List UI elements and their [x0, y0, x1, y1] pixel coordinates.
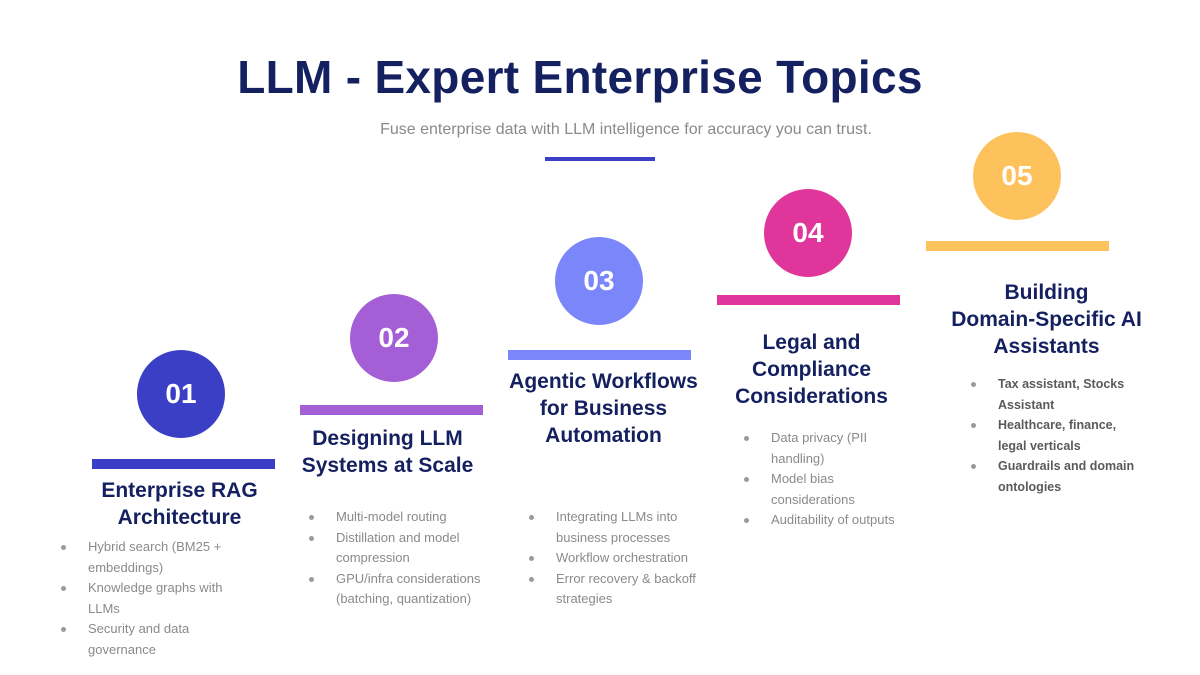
- step-heading: Agentic Workflows for Business Automatio…: [486, 368, 721, 449]
- step-number-badge: 04: [764, 189, 852, 277]
- bullet-item: Hybrid search (BM25 +embeddings): [58, 537, 268, 578]
- heading-line: Automation: [545, 424, 662, 447]
- heading-line: Building: [1004, 281, 1089, 304]
- bullet-item: Multi-model routing: [306, 507, 516, 528]
- step-bullet-list: Hybrid search (BM25 +embeddings) Knowled…: [58, 537, 268, 660]
- page-subtitle: Fuse enterprise data with LLM intelligen…: [380, 121, 872, 138]
- step-bar: [300, 405, 483, 415]
- page-title: LLM - Expert Enterprise Topics: [237, 51, 923, 103]
- heading-line: Considerations: [735, 385, 888, 408]
- title-underline: [545, 157, 655, 161]
- heading-line: Compliance: [751, 358, 872, 381]
- step-bullet-list: Multi-model routing Distillation and mod…: [306, 507, 516, 610]
- step-number-badge: 03: [555, 237, 643, 325]
- heading-line: for Business: [539, 397, 668, 420]
- bullet-item: Auditability of outputs: [741, 510, 941, 531]
- step-heading: Enterprise RAG Architecture: [62, 477, 297, 531]
- step-number-badge: 05: [973, 132, 1061, 220]
- bullet-item: Healthcare, finance,legal verticals: [968, 415, 1168, 456]
- heading-line: Enterprise RAG: [101, 479, 258, 502]
- step-number-badge: 01: [137, 350, 225, 438]
- step-heading: Designing LLM Systems at Scale: [270, 425, 505, 479]
- step-bar: [926, 241, 1109, 251]
- bullet-item: GPU/infra considerations(batching, quant…: [306, 569, 516, 610]
- heading-line: Legal and: [762, 331, 861, 354]
- step-heading: Building Domain-Specific AI Assistants: [929, 279, 1164, 360]
- step-heading: Legal and Compliance Considerations: [694, 329, 929, 410]
- bullet-item: Workflow orchestration: [526, 548, 736, 569]
- heading-line: Agentic Workflows: [509, 370, 698, 393]
- step-number-badge: 02: [350, 294, 438, 382]
- heading-line: Systems at Scale: [301, 454, 474, 477]
- heading-line: Domain-Specific AI: [951, 308, 1142, 331]
- heading-line: Assistants: [993, 335, 1100, 358]
- heading-line: Architecture: [117, 506, 242, 529]
- heading-line: Designing LLM: [312, 427, 463, 450]
- step-bar: [92, 459, 275, 469]
- step-bar: [508, 350, 691, 360]
- step-bar: [717, 295, 900, 305]
